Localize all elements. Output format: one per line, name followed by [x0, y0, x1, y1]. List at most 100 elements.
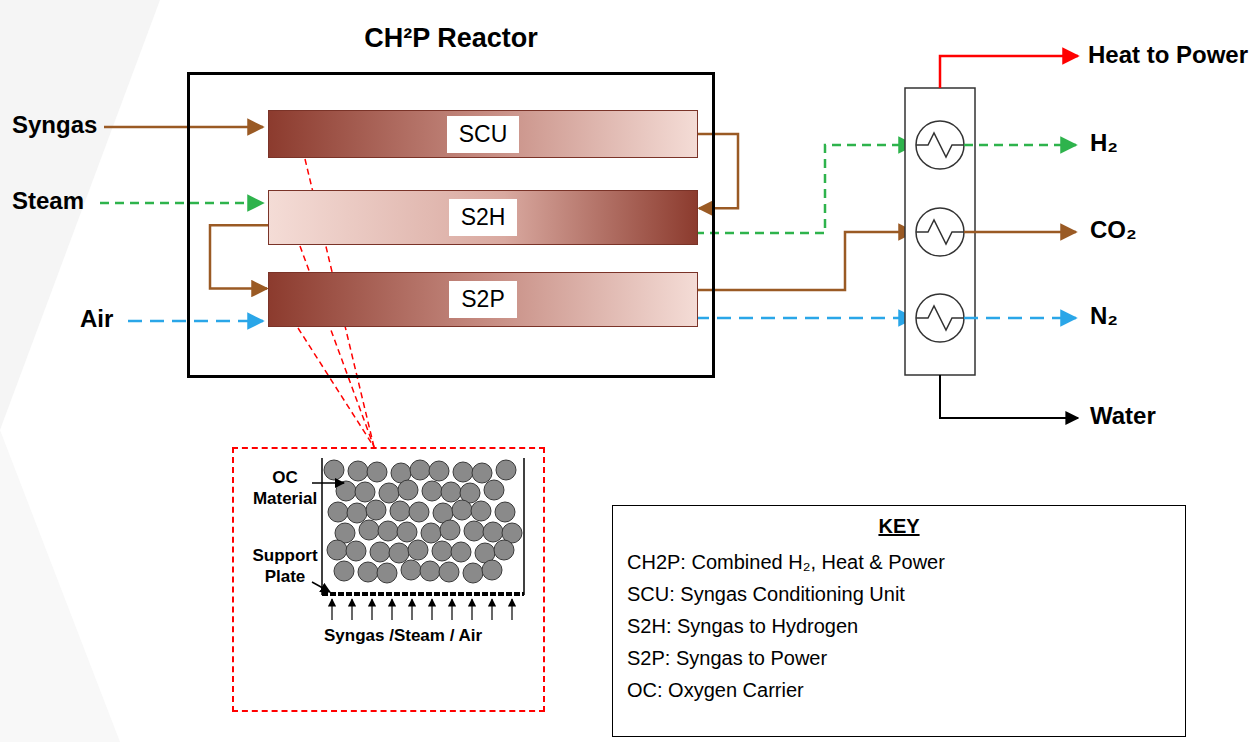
unit-label: S2P [449, 281, 516, 318]
oc-particle [484, 480, 504, 500]
key-entry: S2P: Syngas to Power [613, 642, 1185, 674]
gas-flow-arrow [451, 599, 452, 620]
oc-particle [463, 563, 483, 583]
key-entry: S2H: Syngas to Hydrogen [613, 610, 1185, 642]
stream-label: Heat to Power [1088, 41, 1248, 70]
gas-flow-arrow [411, 599, 412, 620]
key-box: KEYCH2P: Combined H₂, Heat & PowerSCU: S… [612, 505, 1186, 737]
stream-label: N₂ [1090, 302, 1118, 331]
oc-particle [471, 501, 491, 521]
support-plate [322, 592, 524, 596]
oc-particle [389, 543, 409, 563]
key-entry: CH2P: Combined H₂, Heat & Power [613, 546, 1185, 578]
gas-flow-arrow [351, 599, 352, 620]
gas-flow-arrow [371, 599, 372, 620]
key-entry: OC: Oxygen Carrier [613, 674, 1185, 706]
gas-flow-arrow [391, 599, 392, 620]
oc-particle [377, 563, 397, 583]
bed-wall [523, 458, 525, 595]
oc-particle [440, 520, 460, 540]
water-out [940, 375, 1078, 418]
oc-particle [327, 540, 347, 560]
reactor-title: CH²P Reactor [190, 23, 712, 54]
oc-particle [408, 540, 428, 560]
oc-particle [432, 541, 452, 561]
pointer-arrow [312, 582, 330, 592]
key-heading: KEY [613, 506, 1185, 546]
oc-particle [409, 502, 429, 522]
oc-particle [390, 501, 410, 521]
inset-label: Syngas /Steam / Air [324, 625, 539, 646]
exchanger-coil [916, 121, 964, 342]
exchanger-coil [916, 121, 964, 169]
gas-flow-arrow [511, 599, 512, 620]
oc-particle [439, 562, 459, 582]
oc-particle [472, 463, 492, 483]
stream-label: Steam [12, 187, 84, 216]
background-shape [0, 430, 120, 742]
oc-particle [379, 483, 399, 503]
exchanger-coil [916, 133, 964, 157]
stream-label: Water [1090, 402, 1156, 431]
unit-label: SCU [447, 116, 520, 153]
oc-particle [401, 560, 421, 580]
inset-label: Support Plate [240, 545, 330, 588]
process-bar: SCU [268, 110, 698, 158]
oc-particle [336, 481, 356, 501]
oc-particle [429, 461, 449, 481]
background-shape [0, 0, 160, 430]
oc-particle [366, 500, 386, 520]
oc-particle [496, 460, 516, 480]
oc-particle [398, 480, 418, 500]
oc-particles [324, 460, 522, 583]
nitrogen-out [964, 317, 1076, 320]
hydrogen-line [695, 145, 914, 233]
air-feed [128, 320, 263, 323]
unit-label: S2H [449, 199, 518, 236]
oc-particle [324, 460, 344, 480]
steam-feed [100, 202, 263, 205]
co2-line [695, 232, 914, 290]
exchanger-coil [916, 306, 964, 330]
syngas-feed [104, 126, 263, 129]
stream-label: H₂ [1090, 129, 1118, 158]
gas-flow-arrow [491, 599, 492, 620]
oc-particle [451, 542, 471, 562]
gas-flow-arrow [471, 599, 472, 620]
hydrogen-out [964, 144, 1076, 147]
oc-particle [355, 482, 375, 502]
oc-particle [346, 541, 366, 561]
gas-flow-arrow [431, 599, 432, 620]
oc-particle [348, 461, 368, 481]
flow-connector [698, 134, 738, 208]
exchanger-coil [916, 220, 964, 244]
oc-particle [397, 522, 417, 542]
oc-particle [422, 481, 442, 501]
oc-particle [495, 502, 515, 522]
oc-particle [464, 521, 484, 541]
bed-wall [321, 458, 323, 595]
flow-connector [210, 225, 268, 288]
oc-particle [420, 561, 440, 581]
oc-particle [358, 562, 378, 582]
stream-label: Syngas [12, 111, 97, 140]
oc-particle [421, 523, 441, 543]
oc-particle [359, 520, 379, 540]
reactor-box: SCUS2HS2PCH²P Reactor [187, 72, 715, 378]
gas-flow-arrow [331, 599, 332, 620]
leader-line [298, 328, 374, 447]
key-entry: SCU: Syngas Conditioning Unit [613, 578, 1185, 610]
heat-out [940, 56, 1078, 88]
inset-box: OC MaterialSupport PlateSyngas /Steam / … [232, 447, 545, 712]
oc-particle [441, 482, 461, 502]
oc-particle [334, 561, 354, 581]
oc-particle [367, 462, 387, 482]
inset-label: OC Material [240, 467, 330, 510]
oc-particle [347, 503, 367, 523]
oc-particle [453, 462, 473, 482]
process-bar: S2P [268, 272, 698, 327]
nitrogen-line [695, 317, 914, 320]
oc-particle [452, 500, 472, 520]
exchanger-coil [916, 294, 964, 342]
oc-particle [482, 560, 502, 580]
